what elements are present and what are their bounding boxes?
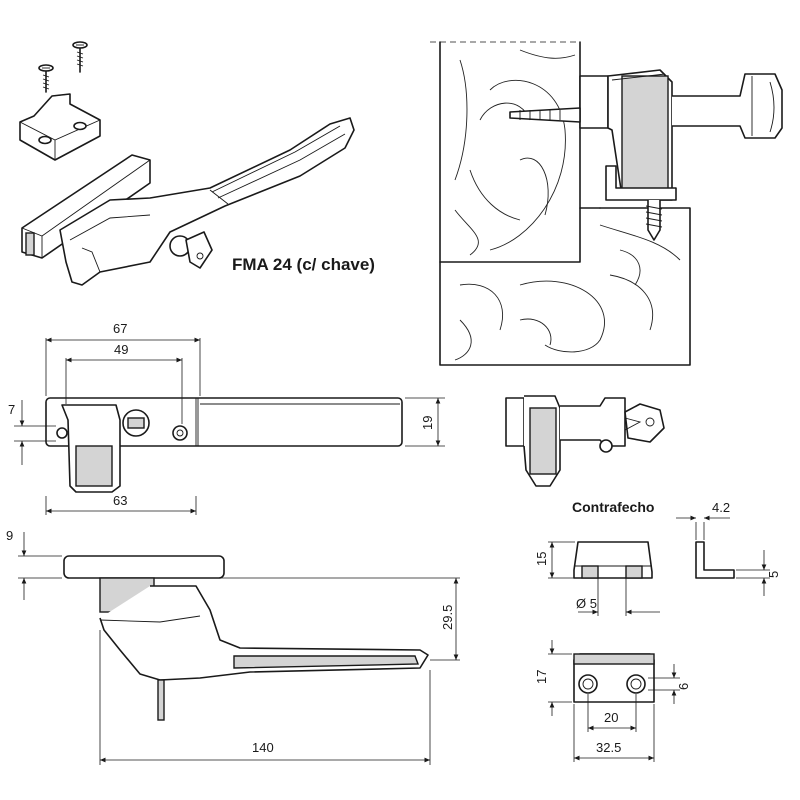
dim-strike-front-hole: 6 xyxy=(676,683,691,690)
handle-base-iso xyxy=(21,154,151,259)
installation-section-view xyxy=(430,41,783,366)
strike-front-view xyxy=(548,640,680,762)
key-icon xyxy=(169,231,213,269)
wood-grain-upper xyxy=(454,49,576,256)
dim-top-bottom: 63 xyxy=(113,493,127,508)
side-profile-view xyxy=(63,555,429,721)
dim-top-height: 7 xyxy=(8,402,15,417)
strike-profile-view xyxy=(676,515,770,596)
dim-side-height: 29.5 xyxy=(440,605,455,630)
dim-strike-hole: Ø 5 xyxy=(576,596,597,611)
dim-strike-height: 15 xyxy=(534,552,549,566)
contrafecho-title: Contrafecho xyxy=(572,499,654,515)
dim-top-width: 67 xyxy=(113,321,127,336)
dim-top-right: 19 xyxy=(420,416,435,430)
keyhole-icon xyxy=(122,409,150,437)
dim-strike-front-width: 32.5 xyxy=(596,740,621,755)
isometric-handle-view xyxy=(19,41,355,286)
dim-top-inner: 49 xyxy=(114,342,128,357)
screw-icon xyxy=(38,41,88,93)
dim-strike-front-height: 17 xyxy=(534,670,549,684)
dim-side-thickness: 9 xyxy=(6,528,13,543)
front-view xyxy=(45,397,403,493)
strike-plate-iso xyxy=(19,93,101,161)
dim-strike-depth: 4.2 xyxy=(712,500,730,515)
wood-screw-icon xyxy=(509,107,581,123)
handle-lever-iso xyxy=(59,117,355,286)
side-view-handle xyxy=(505,395,665,487)
spindle-icon xyxy=(157,679,165,721)
product-title: FMA 24 (c/ chave) xyxy=(232,255,375,274)
handle-section xyxy=(579,69,783,201)
strike-side-view xyxy=(548,541,660,616)
side-profile-dimensions xyxy=(18,532,460,765)
dim-strike-front-spacing: 20 xyxy=(604,710,618,725)
front-view-dimensions xyxy=(14,337,445,515)
dim-strike-side: 5 xyxy=(766,571,781,578)
dim-side-length: 140 xyxy=(252,740,274,755)
side-key-icon xyxy=(624,403,665,443)
strike-section xyxy=(605,165,677,241)
wood-grain-lower xyxy=(454,224,681,361)
